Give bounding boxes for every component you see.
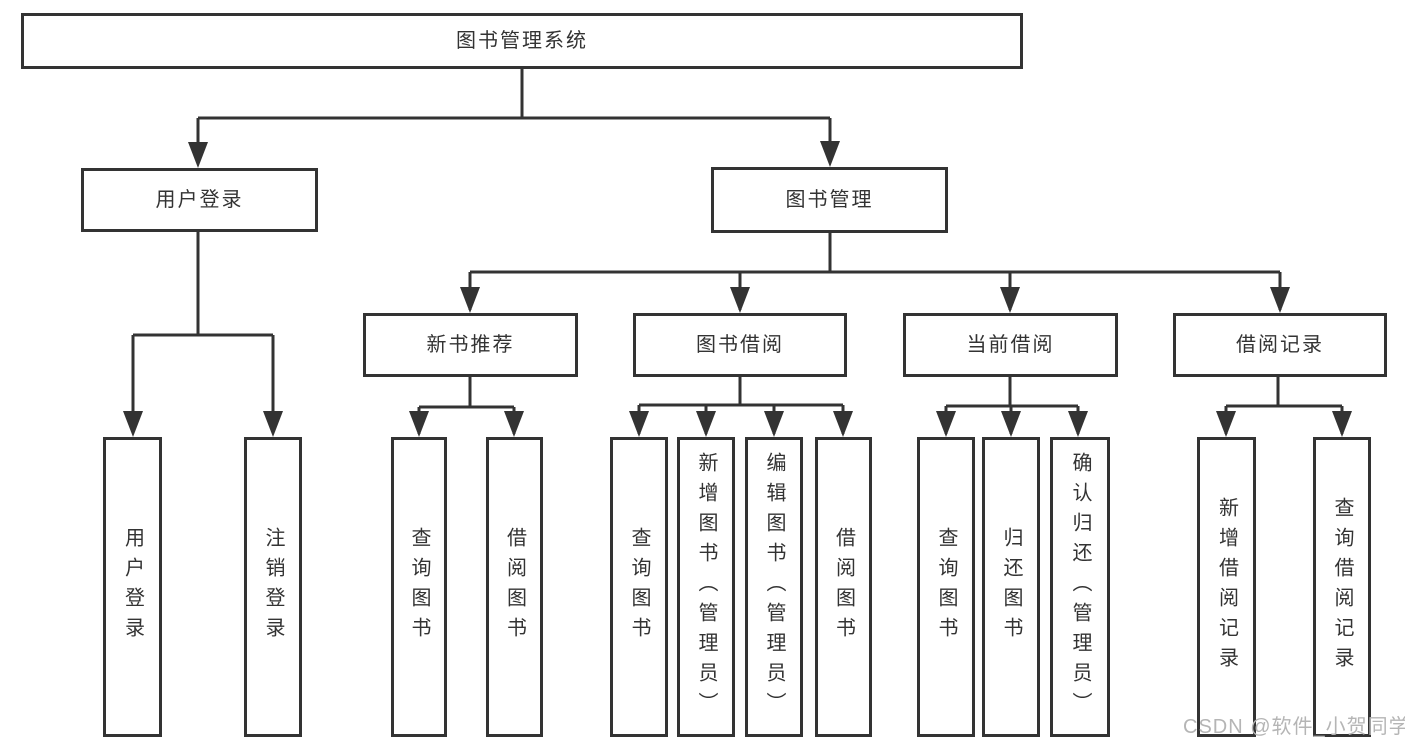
leaf-bb-query-books: 查询图书	[610, 437, 668, 737]
leaf-cb-query-books: 查询图书	[917, 437, 975, 737]
leaf-cb-confirm-return-admin: 确认归还（管理员）	[1050, 437, 1110, 737]
leaf-nbr-query-books: 查询图书	[391, 437, 447, 737]
node-borrowing-records: 借阅记录	[1173, 313, 1387, 377]
leaf-bb-add-books-admin: 新增图书（管理员）	[677, 437, 735, 737]
watermark: CSDN @软件_小贺同学	[1183, 716, 1405, 738]
node-book-management: 图书管理	[711, 167, 948, 233]
leaf-user-login: 用户登录	[103, 437, 162, 737]
leaf-nbr-borrow-books: 借阅图书	[486, 437, 543, 737]
leaf-bb-borrow-books: 借阅图书	[815, 437, 872, 737]
node-current-borrowing: 当前借阅	[903, 313, 1118, 377]
leaf-br-query-record: 查询借阅记录	[1313, 437, 1371, 737]
leaf-br-add-record: 新增借阅记录	[1197, 437, 1256, 737]
leaf-logout: 注销登录	[244, 437, 302, 737]
leaf-cb-return-books: 归还图书	[982, 437, 1040, 737]
node-library-system: 图书管理系统	[21, 13, 1023, 69]
leaf-bb-edit-books-admin: 编辑图书（管理员）	[745, 437, 803, 737]
tree-edges	[131, 69, 1344, 434]
node-new-book-recommend: 新书推荐	[363, 313, 578, 377]
node-book-borrowing: 图书借阅	[633, 313, 847, 377]
node-user-login: 用户登录	[81, 168, 318, 232]
